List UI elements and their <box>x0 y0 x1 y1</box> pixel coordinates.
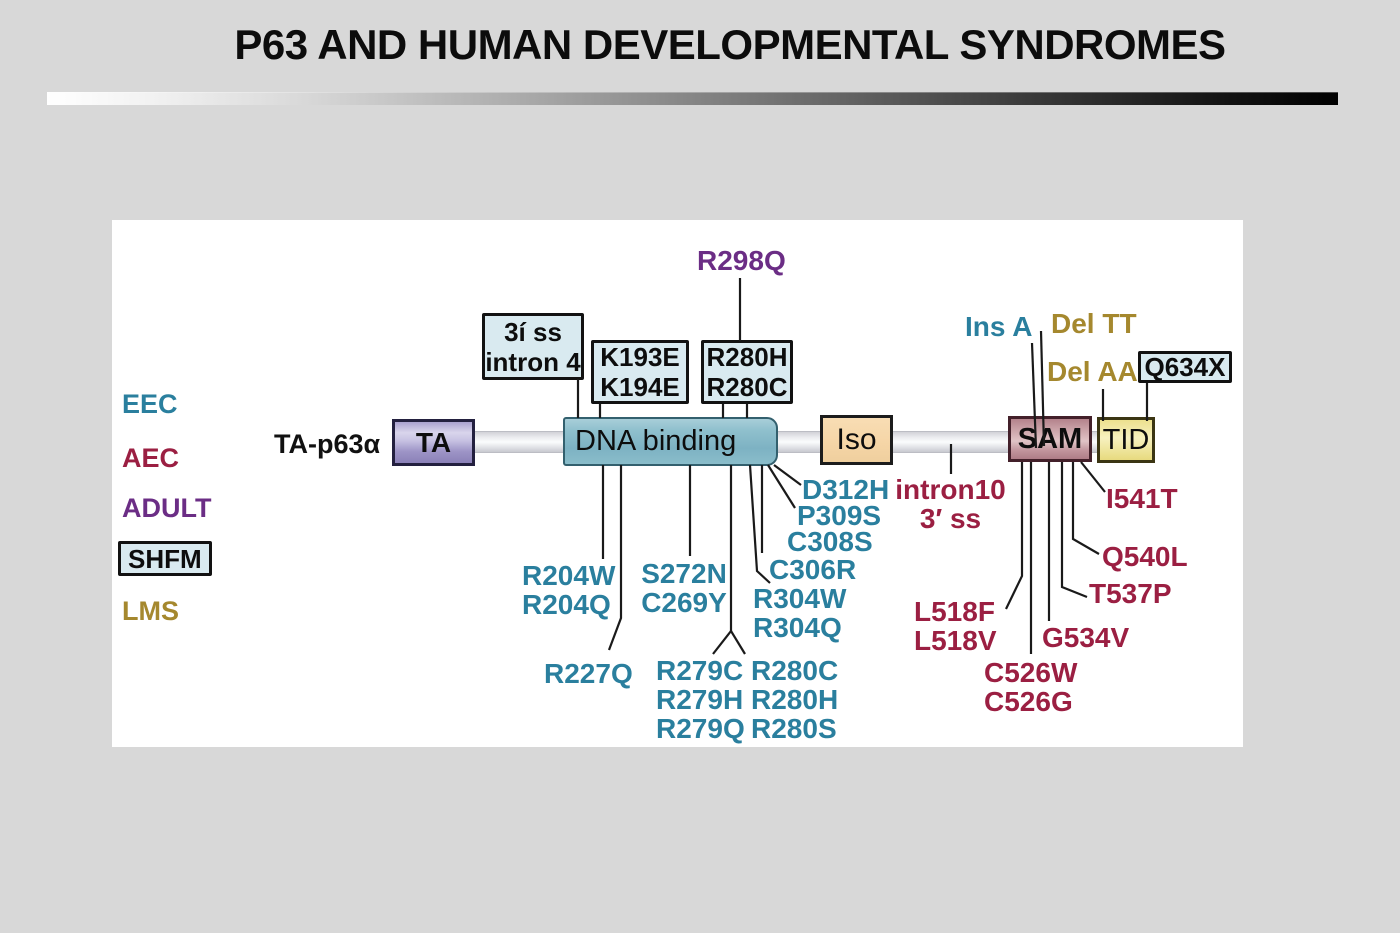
mutation-box-k193e-line2: K194E <box>600 372 680 402</box>
mutation-label-del-tt: Del TT <box>1051 308 1137 339</box>
domain-tid: TID <box>1097 417 1155 463</box>
mutation-label-r304: R304W R304Q <box>753 583 847 643</box>
domain-sam: SAM <box>1008 416 1092 462</box>
legend-item-shfm-box: SHFM <box>118 541 212 576</box>
domain-ta: TA <box>392 419 475 466</box>
mutation-label-ins-a: Ins A <box>965 311 1033 342</box>
legend-item-eec: EEC <box>122 389 178 419</box>
diagram-panel <box>112 220 1243 747</box>
legend-item-adult: ADULT <box>122 493 212 523</box>
mutation-box-q634x: Q634X <box>1138 351 1232 383</box>
legend-item-lms: LMS <box>122 596 179 626</box>
mutation-label-c308s: C308S <box>787 526 873 557</box>
mutation-label-c306r: C306R <box>769 554 857 585</box>
mutation-box-r280h-line2: R280C <box>706 372 788 402</box>
mutation-label-q540l: Q540L <box>1102 541 1188 572</box>
mutation-label-t537p: T537P <box>1089 578 1172 609</box>
mutation-label-r298q: R298Q <box>697 245 786 276</box>
title-underline-gradient-bar <box>47 92 1338 105</box>
mutation-box-r280h-line1: R280H <box>706 342 788 372</box>
mutation-box-q634x-label: Q634X <box>1144 352 1226 382</box>
mutation-box-k193e-k194e: K193E K194E <box>591 340 689 404</box>
mutation-label-del-aa: Del AA <box>1047 356 1138 387</box>
mutation-box-ss-intron4: 3í ss intron 4 <box>482 313 584 380</box>
mutation-label-l518: L518F L518V <box>914 596 997 656</box>
legend-item-aec: AEC <box>122 443 180 473</box>
mutation-label-s272-c269: S272N C269Y <box>641 558 727 618</box>
mutation-box-k193e-line1: K193E <box>600 342 680 372</box>
mutation-label-i541t: I541T <box>1106 483 1178 514</box>
mutation-box-ss-intron4-line1: 3í ss <box>504 316 562 347</box>
mutation-box-r280h-r280c: R280H R280C <box>701 340 793 404</box>
mutation-label-intron10-3ss: intron10 3′ ss <box>895 474 1006 534</box>
legend-item-shfm-label: SHFM <box>128 543 202 574</box>
mutation-label-c526: C526W C526G <box>984 657 1078 717</box>
mutation-label-p309s: P309S <box>797 500 882 531</box>
mutation-label-d312h: D312H <box>802 474 890 505</box>
domain-dna-binding: DNA binding <box>563 417 778 466</box>
domain-iso: Iso <box>820 415 893 465</box>
mutation-label-r279-group: R279C R279H R279Q <box>656 655 745 744</box>
mutation-label-r227q: R227Q <box>544 658 633 689</box>
protein-name-label: TA-p63α <box>274 429 381 459</box>
mutation-label-r204: R204W R204Q <box>522 560 616 620</box>
page-title: P63 AND HUMAN DEVELOPMENTAL SYNDROMES <box>234 21 1226 68</box>
mutation-label-g534v: G534V <box>1042 622 1130 653</box>
mutation-label-r280-group: R280C R280H R280S <box>751 655 839 744</box>
mutation-box-ss-intron4-line2: intron 4 <box>485 346 581 377</box>
